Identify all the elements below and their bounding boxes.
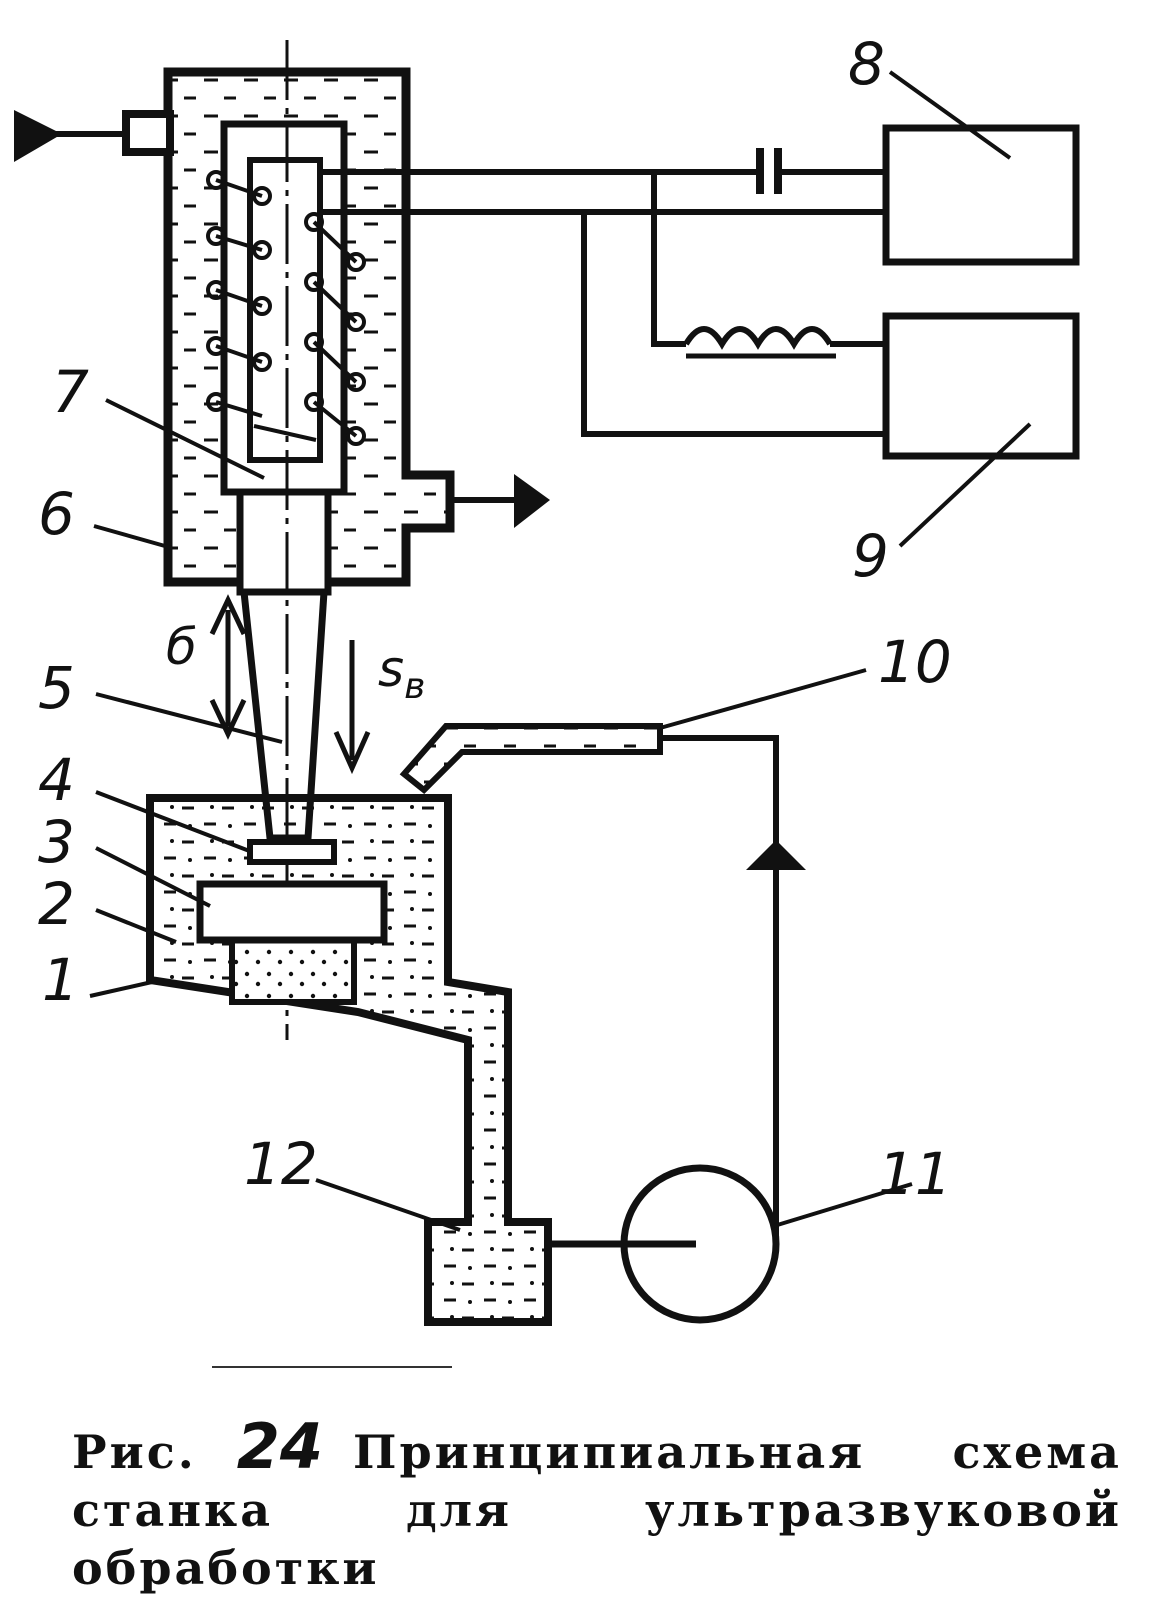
feed-label-symbol: s <box>378 640 404 698</box>
feed-arrow <box>333 640 371 775</box>
callout-3: 3 <box>38 808 75 876</box>
ultrasonic-machine-diagram: б sв 1 2 3 4 5 6 7 8 <box>14 30 1080 1326</box>
callout-1: 1 <box>42 946 79 1014</box>
callout-4: 4 <box>38 746 75 814</box>
callout-11: 11 <box>878 1140 952 1208</box>
callout-7: 7 <box>52 358 89 426</box>
generator-block-8 <box>882 124 1080 266</box>
slurry-feed-nozzle <box>399 723 663 795</box>
magnetostrictive-transducer <box>206 157 366 463</box>
feed-label: sв <box>378 640 425 707</box>
coolant-outlet-arrow <box>450 474 550 528</box>
power-supply-block-9 <box>882 312 1080 460</box>
callout-10: 10 <box>878 628 952 696</box>
callout-2: 2 <box>38 870 75 938</box>
workpiece <box>196 880 388 944</box>
coolant-inlet-arrow <box>14 110 126 162</box>
waveguide-concentrator <box>236 488 332 842</box>
caption-text: Принципиальная схема станка для ультразв… <box>72 1425 1122 1595</box>
abrasive-layer <box>247 839 337 865</box>
feed-label-subscript: в <box>404 666 425 707</box>
callout-leaders <box>89 70 1032 1232</box>
caption-rule <box>212 1366 452 1368</box>
callout-5: 5 <box>38 654 75 722</box>
figure-number: 24 <box>236 1410 324 1483</box>
caption-prefix: Рис. <box>72 1425 197 1479</box>
work-bath <box>146 794 552 1326</box>
callout-8: 8 <box>848 30 885 98</box>
callout-12: 12 <box>244 1130 318 1198</box>
callout-9: 9 <box>852 522 889 590</box>
transducer-winding <box>206 170 366 446</box>
oscillation-arrow <box>209 594 247 740</box>
slurry-return-line <box>548 735 779 1247</box>
electric-circuit <box>322 148 886 437</box>
oscillation-label: б <box>166 618 197 676</box>
flow-direction-arrow <box>746 840 806 870</box>
callout-6: 6 <box>38 480 75 548</box>
